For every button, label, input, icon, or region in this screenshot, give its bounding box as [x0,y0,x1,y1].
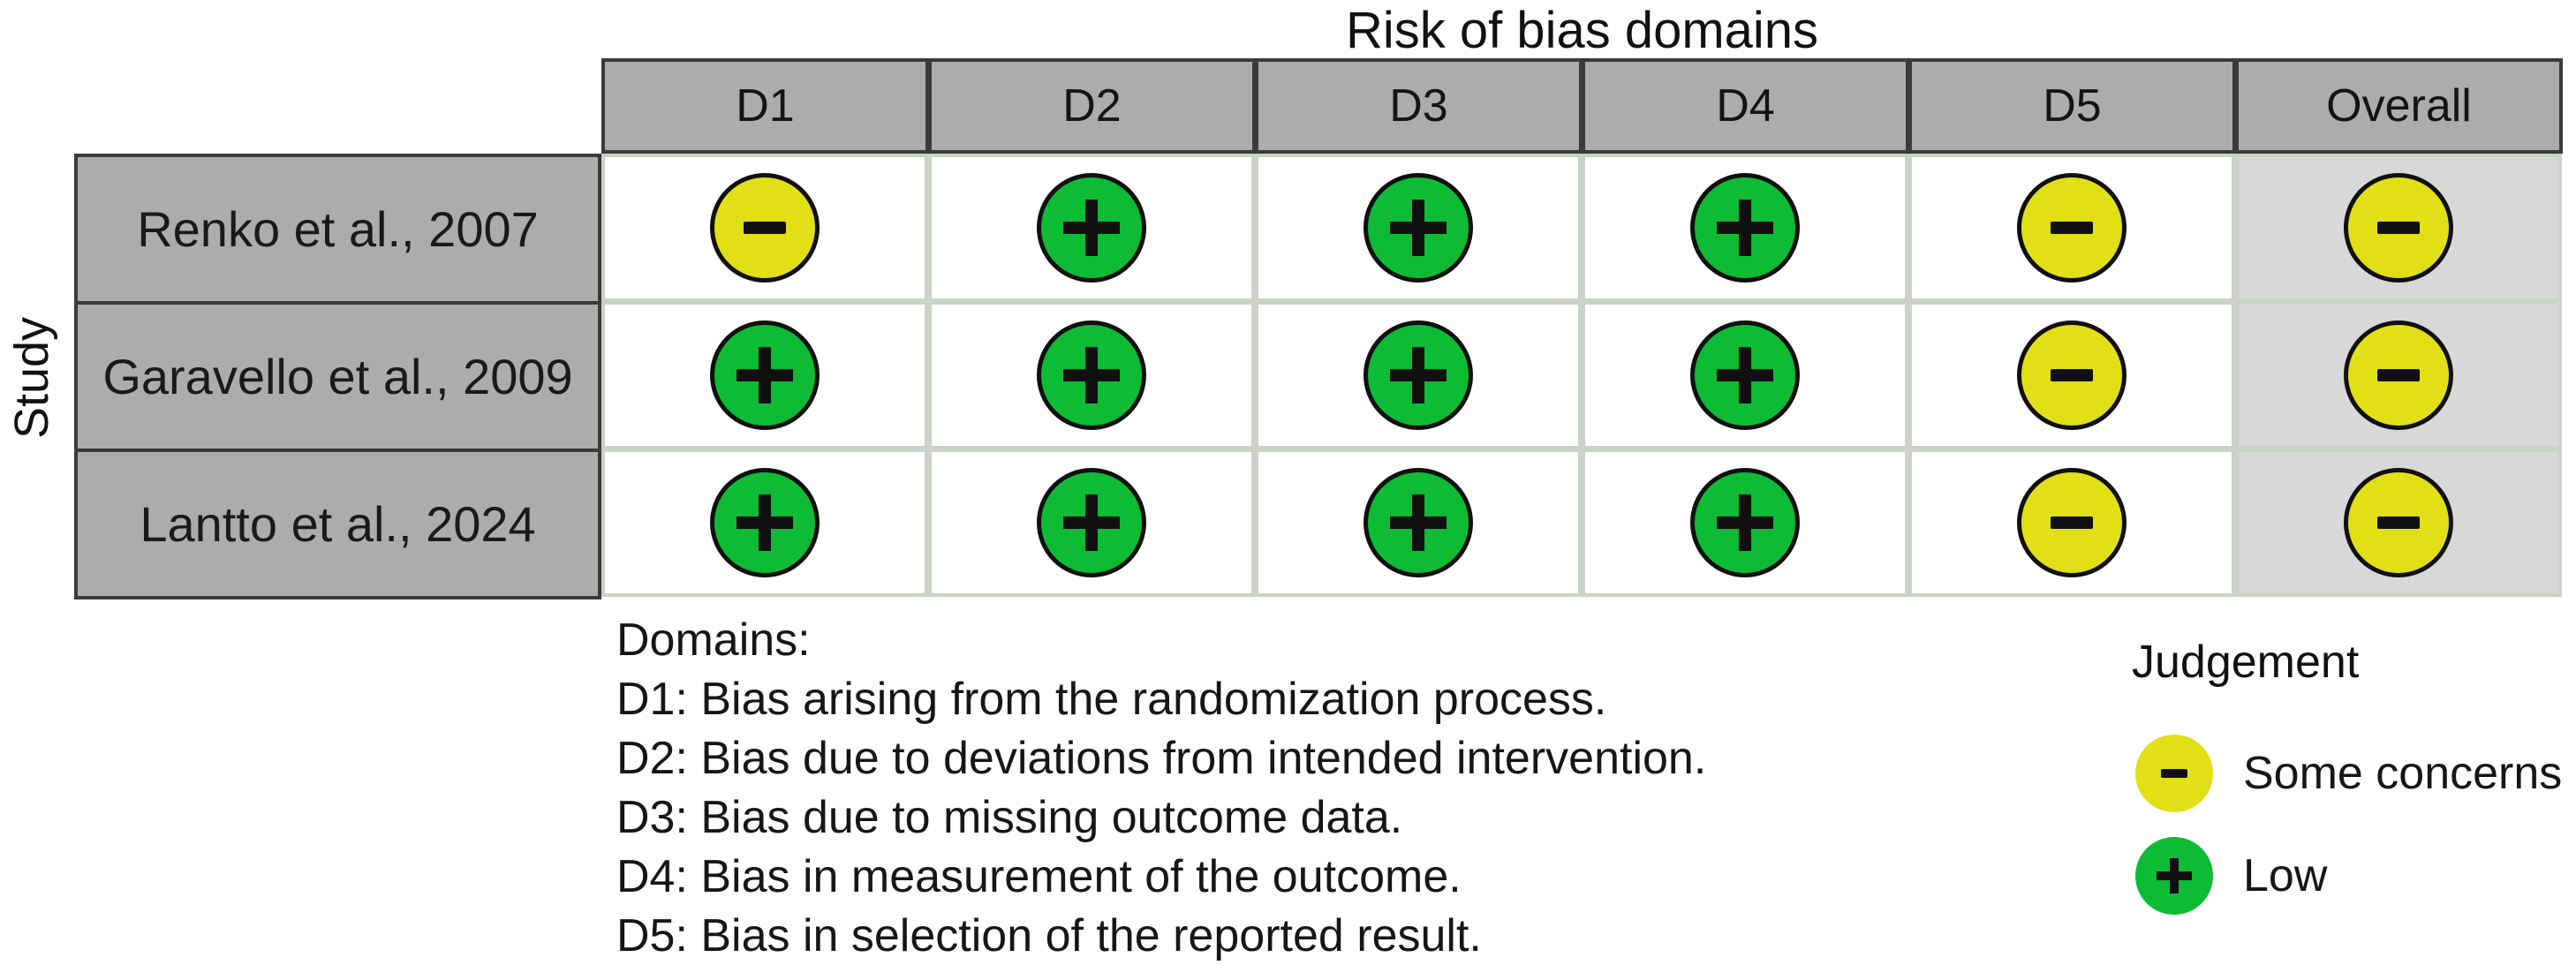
legend-entry: Some concerns [2135,735,2562,812]
plus-glyph [737,347,793,403]
plus-glyph [1063,200,1120,256]
plus-glyph [1717,494,1773,551]
footnote-line: D4: Bias in measurement of the outcome. [616,851,1462,902]
column-header-d5: D5 [1908,58,2236,154]
judgement-plus-icon [1364,320,1473,430]
judgement-minus-icon [2017,320,2127,430]
judgement-plus-icon [1037,173,1146,283]
judgement-minus-icon [2017,468,2127,577]
column-header-overall: Overall [2235,58,2563,154]
plus-glyph [1063,347,1120,403]
plus-glyph [1717,347,1773,403]
judgement-grid [601,154,2562,597]
judgement-minus-icon [710,173,820,283]
judgement-cell [932,157,1251,298]
domains-footnote: Domains: D1: Bias arising from the rando… [616,611,2047,965]
plus-glyph [1390,347,1447,403]
legend-title: Judgement [2132,637,2360,688]
column-header-d1: D1 [601,58,929,154]
judgement-cell [605,452,925,593]
judgement-plus-icon [710,320,820,430]
judgement-minus-icon [2344,320,2453,430]
figure-title: Risk of bias domains [1345,2,1819,59]
legend-entry-label: Low [2243,850,2328,901]
judgement-cell [932,305,1251,446]
study-label: Renko et al., 2007 [74,154,601,305]
judgement-cell [2239,157,2558,298]
judgement-cell [605,305,925,446]
legend-minus-icon [2135,735,2213,812]
judgement-cell [1912,157,2232,298]
footnote-line: D2: Bias due to deviations from intended… [616,733,1707,784]
footnote-line: D5: Bias in selection of the reported re… [616,910,1482,961]
minus-glyph [2161,769,2187,778]
minus-glyph [2051,516,2093,529]
column-header-d2: D2 [928,58,1256,154]
judgement-cell [1585,452,1905,593]
judgement-minus-icon [2344,468,2453,577]
legend-entry: Low [2135,837,2327,915]
judgement-plus-icon [1690,173,1800,283]
judgement-minus-icon [2344,173,2453,283]
judgement-plus-icon [1690,468,1800,577]
judgement-cell [1258,452,1578,593]
judgement-plus-icon [1364,173,1473,283]
footnote-line: D3: Bias due to missing outcome data. [616,792,1403,843]
column-header-d3: D3 [1255,58,1583,154]
minus-glyph [2051,222,2093,234]
footnote-heading: Domains: [616,614,811,666]
plus-glyph [737,494,793,551]
footnote-line: D1: Bias arising from the randomization … [616,674,1607,725]
column-header-d4: D4 [1582,58,1909,154]
minus-glyph [2377,222,2420,234]
judgement-plus-icon [710,468,820,577]
study-label: Lantto et al., 2024 [74,449,601,599]
judgement-cell [1912,305,2232,446]
judgement-plus-icon [1690,320,1800,430]
judgement-minus-icon [2017,173,2127,283]
plus-glyph [1063,494,1120,551]
judgement-cell [605,157,925,298]
judgement-cell [2239,305,2558,446]
plus-glyph [1390,494,1447,551]
judgement-plus-icon [1364,468,1473,577]
plus-glyph [1717,200,1773,256]
minus-glyph [2051,369,2093,381]
judgement-cell [1585,305,1905,446]
minus-glyph [744,222,786,234]
judgement-cell [932,452,1251,593]
legend-entry-label: Some concerns [2243,748,2563,799]
legend-plus-icon [2135,837,2213,915]
judgement-cell [1585,157,1905,298]
minus-glyph [2377,516,2420,529]
plus-glyph [2157,858,2192,893]
judgement-cell [1258,157,1578,298]
judgement-cell [1912,452,2232,593]
judgement-cell [1258,305,1578,446]
judgement-plus-icon [1037,468,1146,577]
study-label: Garavello et al., 2009 [74,301,601,452]
minus-glyph [2377,369,2420,381]
judgement-plus-icon [1037,320,1146,430]
judgement-cell [2239,452,2558,593]
study-axis-label: Study [5,316,58,440]
plus-glyph [1390,200,1447,256]
